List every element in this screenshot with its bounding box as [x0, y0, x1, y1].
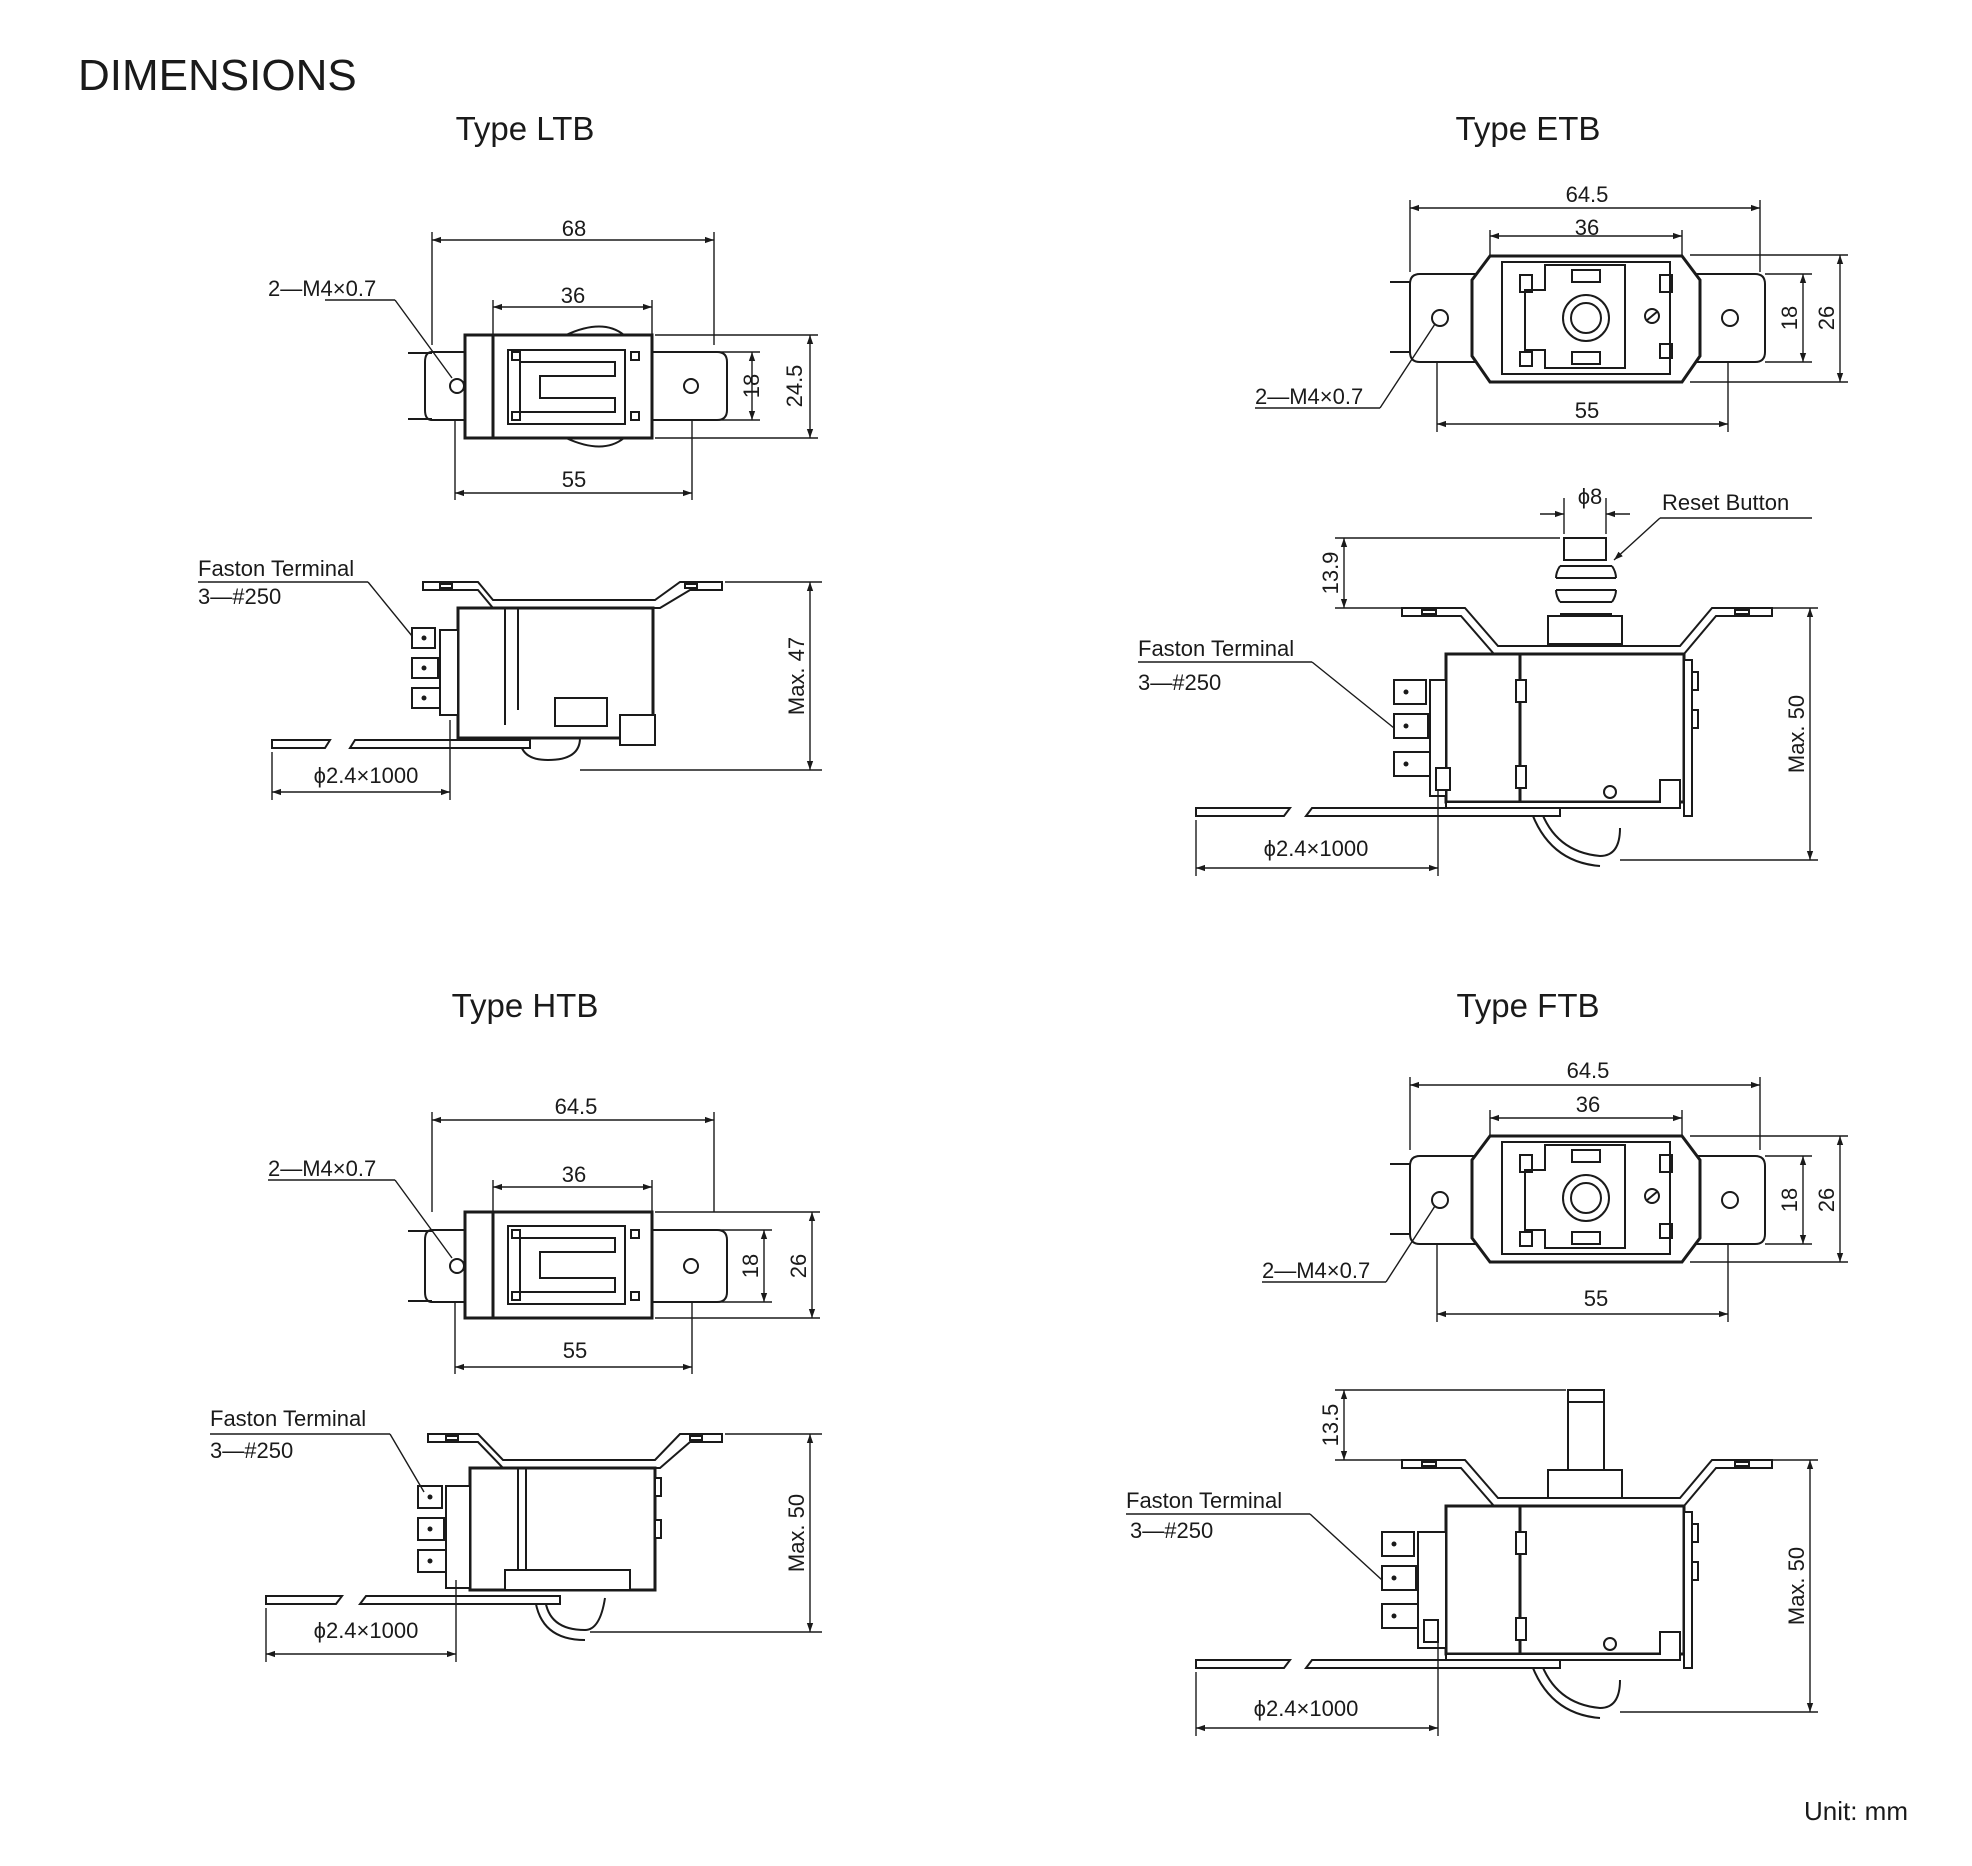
etb-dim-capillary: ϕ2.4×1000: [1264, 836, 1369, 861]
ltb-side-bracket: [422, 581, 723, 609]
etb-capillary-left: [1195, 807, 1292, 817]
etb-capillary-right: [1304, 807, 1561, 817]
ftb-capillary-left: [1195, 1659, 1292, 1669]
ftb-top-view: 64.5 36 55 18 26: [1262, 1058, 1848, 1322]
ftb-mount-hole-right: [1721, 1191, 1739, 1209]
etb-dim-button-height: 13.9: [1318, 552, 1343, 595]
ftb-dim-hole-pitch: 55: [1584, 1286, 1608, 1311]
ftb-shaft: [1567, 1389, 1605, 1471]
ltb-side-view: Max. 47 ϕ2.4×1000 Faston Terminal 3—#250: [198, 556, 822, 800]
ltb-capillary-left: [271, 739, 332, 749]
htb-dim-height-outer: 26: [786, 1254, 811, 1278]
ftb-dim-height-outer: 26: [1814, 1188, 1839, 1212]
etb-dim-height-inner: 18: [1777, 306, 1802, 330]
etb-mount-hole-left: [1431, 309, 1449, 327]
ltb-dim-height-inner: 18: [739, 374, 764, 398]
ftb-terminal-spec: 3—#250: [1130, 1518, 1213, 1543]
ftb-shaft-housing: [1547, 1469, 1623, 1499]
etb-terminal-label: Faston Terminal: [1138, 636, 1294, 661]
ltb-terminal-label: Faston Terminal: [198, 556, 354, 581]
ftb-dim-capillary: ϕ2.4×1000: [1254, 1696, 1359, 1721]
htb-side-bracket: [427, 1433, 723, 1469]
etb-dim-width-body: 36: [1575, 215, 1599, 240]
ftb-side-bracket: [1401, 1459, 1773, 1507]
ftb-side-body: [1514, 1504, 1686, 1656]
htb-dim-width-body: 36: [562, 1162, 586, 1187]
etb-top-view: 64.5 36 55 18 26: [1255, 182, 1848, 432]
ftb-dim-width-body: 36: [1576, 1092, 1600, 1117]
htb-side-view: Max. 50 ϕ2.4×1000 Faston Terminal 3—#250: [210, 1406, 822, 1662]
etb-dim-button-dia: ϕ8: [1578, 484, 1603, 509]
etb-button-housing: [1547, 615, 1623, 645]
etb-reset-label: Reset Button: [1662, 490, 1789, 515]
ltb-capillary-right: [348, 739, 531, 749]
ftb-terminal-label: Faston Terminal: [1126, 1488, 1282, 1513]
ltb-title: Type LTB: [456, 110, 595, 147]
unit-label: Unit: mm: [1804, 1796, 1908, 1826]
etb-mount-hole-right: [1721, 309, 1739, 327]
etb-side-body: [1514, 652, 1686, 804]
ltb-screw-callout: 2—M4×0.7: [268, 276, 376, 301]
type-ltb-section: Type LTB 68 36 55 18 24.5: [198, 110, 822, 800]
htb-mount-hole-right: [683, 1258, 699, 1274]
etb-reset-button: [1563, 537, 1607, 561]
htb-dim-hole-pitch: 55: [563, 1338, 587, 1363]
htb-switch-body: [491, 1210, 654, 1320]
ftb-dim-max-height: Max. 50: [1784, 1547, 1809, 1625]
type-etb-section: Type ETB 64.5 36 55 18 26: [1138, 110, 1848, 876]
htb-title: Type HTB: [452, 987, 599, 1024]
ltb-dim-capillary: ϕ2.4×1000: [314, 763, 419, 788]
htb-screw-callout: 2—M4×0.7: [268, 1156, 376, 1181]
ftb-mount-hole-left: [1431, 1191, 1449, 1209]
ltb-mount-hole-right: [683, 378, 699, 394]
ltb-dim-max-height: Max. 47: [784, 637, 809, 715]
ftb-capillary-right: [1304, 1659, 1561, 1669]
ftb-shaft-top: [1562, 1174, 1610, 1222]
page-title: DIMENSIONS: [78, 51, 357, 100]
etb-screw-callout: 2—M4×0.7: [1255, 384, 1363, 409]
htb-capillary-left: [265, 1595, 344, 1605]
ftb-dim-height-inner: 18: [1777, 1188, 1802, 1212]
htb-capillary-right: [358, 1595, 561, 1605]
etb-side-view: ϕ8 Reset Button 13.9: [1138, 484, 1818, 876]
ftb-screw-callout: 2—M4×0.7: [1262, 1258, 1370, 1283]
ftb-title: Type FTB: [1456, 987, 1599, 1024]
etb-dim-hole-pitch: 55: [1575, 398, 1599, 423]
ltb-terminal-spec: 3—#250: [198, 584, 281, 609]
htb-terminal-label: Faston Terminal: [210, 1406, 366, 1431]
ltb-dim-width-overall: 68: [562, 216, 586, 241]
ftb-dim-width-overall: 64.5: [1567, 1058, 1610, 1083]
type-ftb-section: Type FTB 64.5 36 55 18 26: [1126, 987, 1848, 1736]
htb-terminal-block: [463, 1210, 497, 1320]
type-htb-section: Type HTB 64.5 36 55 18 26: [210, 987, 822, 1662]
htb-dim-height-inner: 18: [738, 1254, 763, 1278]
etb-dim-width-overall: 64.5: [1566, 182, 1609, 207]
ltb-top-view: 68 36 55 18 24.5 2—M4×0.7: [268, 216, 818, 500]
ltb-terminal-block: [463, 333, 497, 440]
etb-dim-max-height: Max. 50: [1784, 695, 1809, 773]
ltb-dim-width-body: 36: [561, 283, 585, 308]
htb-dim-max-height: Max. 50: [784, 1494, 809, 1572]
htb-dim-width-overall: 64.5: [555, 1094, 598, 1119]
ltb-dim-hole-pitch: 55: [562, 467, 586, 492]
htb-dim-capillary: ϕ2.4×1000: [314, 1618, 419, 1643]
htb-terminal-spec: 3—#250: [210, 1438, 293, 1463]
ltb-dim-height-outer: 24.5: [782, 365, 807, 408]
ltb-mount-hole-left: [449, 378, 465, 394]
etb-dim-height-outer: 26: [1814, 306, 1839, 330]
etb-title: Type ETB: [1456, 110, 1601, 147]
ftb-side-view: 13.5: [1126, 1389, 1818, 1736]
htb-mount-hole-left: [449, 1258, 465, 1274]
etb-side-bracket: [1401, 607, 1773, 655]
ftb-dim-shaft-height: 13.5: [1318, 1404, 1343, 1447]
htb-top-view: 64.5 36 55 18 26 2—M4×0: [268, 1094, 820, 1374]
etb-reset-button-top: [1562, 294, 1610, 342]
etb-terminal-spec: 3—#250: [1138, 670, 1221, 695]
